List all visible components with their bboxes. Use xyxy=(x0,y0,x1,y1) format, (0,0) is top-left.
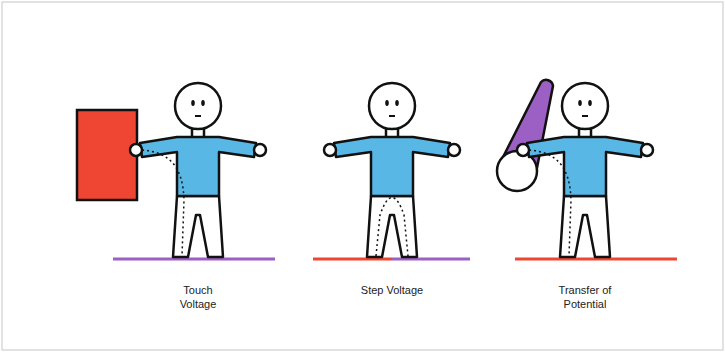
touch-figure xyxy=(77,83,275,259)
hand xyxy=(641,144,653,156)
mouth xyxy=(195,115,201,117)
current-path xyxy=(376,198,408,257)
current-path xyxy=(529,150,571,256)
legs xyxy=(560,196,610,257)
head xyxy=(562,83,608,129)
hand xyxy=(517,144,529,156)
hand xyxy=(130,144,142,156)
hand xyxy=(448,144,460,156)
shirt xyxy=(334,137,450,196)
figure-label: Touch Voltage xyxy=(166,283,230,311)
eye xyxy=(578,100,582,106)
hand xyxy=(324,144,336,156)
mouth xyxy=(582,115,588,117)
current-path xyxy=(142,150,184,256)
eye xyxy=(588,100,592,106)
eye xyxy=(395,100,399,106)
energized-box xyxy=(77,110,137,200)
hand xyxy=(254,144,266,156)
figure-label: Step Voltage xyxy=(360,283,424,297)
mouth xyxy=(389,115,395,117)
shirt xyxy=(527,137,643,196)
legs xyxy=(173,196,223,257)
transfer-figure xyxy=(497,80,677,259)
eye xyxy=(191,100,195,106)
figure-label: Transfer of Potential xyxy=(553,283,617,311)
legs xyxy=(367,196,417,257)
step-figure xyxy=(313,83,470,259)
ground-line xyxy=(113,258,275,261)
shirt xyxy=(140,137,256,196)
eye xyxy=(201,100,205,106)
head xyxy=(369,83,415,129)
eye xyxy=(385,100,389,106)
head xyxy=(175,83,221,129)
